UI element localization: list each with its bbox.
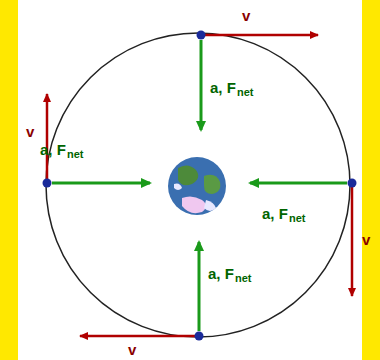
velocity-arrows [47,35,352,336]
acceleration-label: a, F [262,206,288,221]
subscript-label: net [289,213,306,224]
acceleration-label: a, F [208,266,234,281]
acceleration-label: a, F [40,142,66,157]
acceleration-label: a, F [210,80,236,95]
subscript-label: net [67,149,84,160]
subscript-label: net [235,273,252,284]
velocity-label: v [128,342,136,357]
velocity-label: v [26,124,34,139]
subscript-label: net [237,87,254,98]
earth-picture [168,157,226,215]
white-panel [18,0,362,360]
orbit-path [46,33,350,337]
velocity-label: v [362,232,370,247]
velocity-label: v [242,8,250,23]
position-dots [43,31,357,341]
acceleration-arrows [52,40,347,331]
